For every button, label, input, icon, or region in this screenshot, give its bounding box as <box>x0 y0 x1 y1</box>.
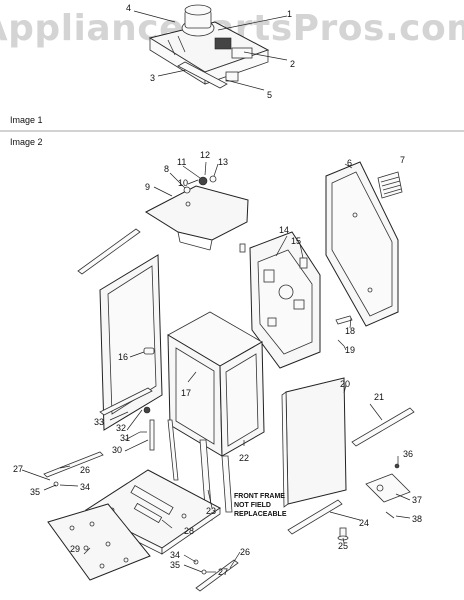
callout-38: 38 <box>412 514 422 524</box>
caption-image-2: Image 2 <box>10 137 43 147</box>
callout-11: 11 <box>177 157 186 167</box>
right-side-panel <box>281 377 347 508</box>
callout-34-upper: 34 <box>80 482 90 492</box>
callout-26-lower: 26 <box>240 547 250 557</box>
control-assembly <box>148 4 270 89</box>
glide-lower <box>195 559 239 592</box>
callout-20: 20 <box>340 379 350 389</box>
front-rail <box>99 387 153 416</box>
fastener-19 <box>337 339 345 347</box>
image2-leaders <box>21 161 411 573</box>
callout-3: 3 <box>150 73 155 83</box>
front-frame-note: FRONT FRAME NOT FIELD REPLACEABLE <box>234 493 287 518</box>
callout-18: 18 <box>345 326 355 336</box>
callout-30: 30 <box>112 445 122 455</box>
image1-leaders <box>133 10 288 91</box>
callout-15: 15 <box>291 236 301 246</box>
callout-14: 14 <box>279 225 289 235</box>
callout-19: 19 <box>345 345 355 355</box>
callout-12: 12 <box>200 150 210 160</box>
callout-2: 2 <box>290 59 295 69</box>
hardware-32-31-30 <box>140 406 155 451</box>
callout-36: 36 <box>403 449 413 459</box>
callout-31: 31 <box>120 433 130 443</box>
callout-23: 23 <box>206 506 216 516</box>
svg-text:FRONT FRAME: FRONT FRAME <box>234 493 285 500</box>
callout-26-upper: 26 <box>80 465 90 475</box>
bottom-panel <box>47 503 151 581</box>
callout-35-lower: 35 <box>170 560 180 570</box>
callout-28: 28 <box>184 526 194 536</box>
callout-6: 6 <box>347 158 352 168</box>
callout-1: 1 <box>287 9 292 19</box>
svg-text:REPLACEABLE: REPLACEABLE <box>234 511 287 518</box>
callout-34-lower: 34 <box>170 550 180 560</box>
callout-5: 5 <box>267 90 272 100</box>
caption-image-1: Image 1 <box>10 115 43 125</box>
callout-17: 17 <box>181 388 191 398</box>
callout-37: 37 <box>412 495 422 505</box>
top-panel <box>144 175 249 253</box>
callout-9: 9 <box>145 182 150 192</box>
callout-10: 10 <box>178 178 188 188</box>
callout-29: 29 <box>70 544 80 554</box>
callout-21: 21 <box>374 392 384 402</box>
callout-16: 16 <box>118 352 128 362</box>
left-side-panel <box>99 254 163 431</box>
trim-rod <box>77 228 141 275</box>
callout-8: 8 <box>164 164 169 174</box>
callout-32: 32 <box>116 423 126 433</box>
callout-25: 25 <box>338 541 348 551</box>
fastener-18 <box>335 315 353 325</box>
callout-33: 33 <box>94 417 104 427</box>
callout-27-upper: 27 <box>13 464 23 474</box>
trim-strip <box>351 407 415 447</box>
callout-35-upper: 35 <box>30 487 40 497</box>
lower-trim <box>287 499 343 535</box>
callout-13: 13 <box>218 157 228 167</box>
back-panel <box>325 161 399 327</box>
callout-22: 22 <box>239 453 249 463</box>
rear-frame <box>249 231 321 369</box>
hinge-bracket <box>365 463 411 519</box>
callout-24: 24 <box>359 518 369 528</box>
callout-7: 7 <box>400 155 405 165</box>
main-chassis <box>167 311 265 457</box>
callout-4: 4 <box>126 3 131 13</box>
callout-27-lower: 27 <box>218 567 228 577</box>
vent-cover <box>377 171 403 199</box>
glide-upper <box>43 451 104 478</box>
svg-text:NOT FIELD: NOT FIELD <box>234 502 271 509</box>
